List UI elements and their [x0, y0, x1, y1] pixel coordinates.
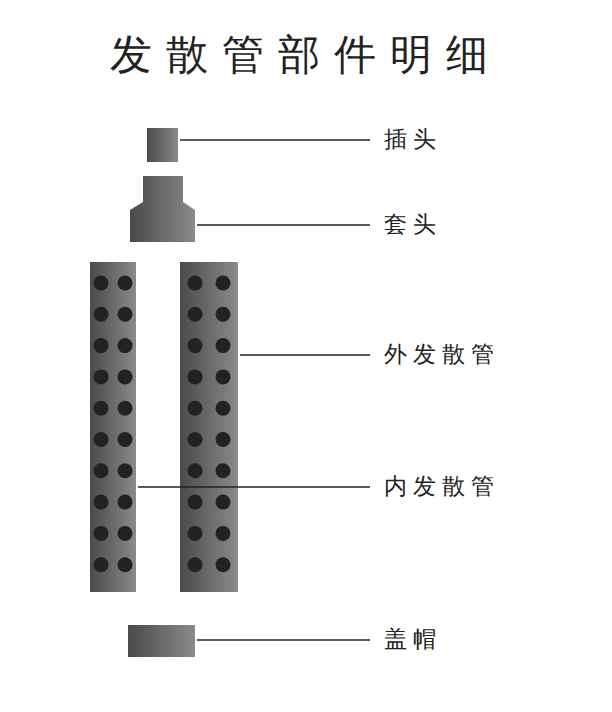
tube-hole — [94, 369, 109, 384]
leader-line — [197, 224, 370, 226]
tube-hole — [188, 432, 203, 447]
tube-hole — [188, 338, 203, 353]
tube-hole — [94, 276, 109, 291]
tube-hole — [188, 307, 203, 322]
inner-tube-part — [90, 262, 136, 592]
leader-line — [180, 139, 370, 141]
tube-hole — [94, 526, 109, 541]
tube-hole — [118, 463, 133, 478]
tube-hole — [118, 276, 133, 291]
tube-hole — [216, 432, 231, 447]
part-label: 外发散管 — [384, 341, 500, 369]
tube-hole — [216, 307, 231, 322]
leader-lines — [138, 140, 370, 640]
tube-hole — [188, 557, 203, 572]
tube-hole — [118, 432, 133, 447]
tube-hole — [118, 526, 133, 541]
tube-hole — [188, 463, 203, 478]
part-label: 套头 — [384, 211, 442, 239]
tube-hole — [94, 432, 109, 447]
leader-line — [240, 354, 370, 356]
sleeve-head-part — [130, 176, 195, 242]
tube-hole — [216, 401, 231, 416]
tube-hole — [118, 495, 133, 510]
part-label: 盖帽 — [384, 626, 442, 654]
outer-tube-part — [180, 262, 238, 592]
tube-hole — [118, 307, 133, 322]
tube-hole — [118, 338, 133, 353]
tube-hole — [216, 338, 231, 353]
tube-holes — [94, 276, 231, 573]
plug-part — [147, 128, 178, 162]
tube-hole — [94, 495, 109, 510]
tube-hole — [94, 307, 109, 322]
tube-hole — [216, 276, 231, 291]
leader-line — [197, 639, 370, 641]
tube-hole — [118, 401, 133, 416]
part-label: 插头 — [384, 126, 442, 154]
diagram-title: 发散管部件明细 — [0, 30, 612, 80]
part-label: 内发散管 — [384, 473, 500, 501]
tube-hole — [118, 369, 133, 384]
tube-hole — [188, 276, 203, 291]
leader-line — [138, 486, 370, 488]
tube-hole — [94, 463, 109, 478]
tube-hole — [94, 557, 109, 572]
tube-hole — [216, 463, 231, 478]
tube-hole — [216, 526, 231, 541]
tube-hole — [188, 401, 203, 416]
tube-hole — [216, 369, 231, 384]
cap-part — [128, 625, 195, 657]
tube-hole — [216, 557, 231, 572]
tube-hole — [188, 369, 203, 384]
tube-hole — [94, 401, 109, 416]
tube-hole — [188, 526, 203, 541]
tube-hole — [188, 495, 203, 510]
tube-hole — [94, 338, 109, 353]
tube-hole — [216, 495, 231, 510]
tube-hole — [118, 557, 133, 572]
